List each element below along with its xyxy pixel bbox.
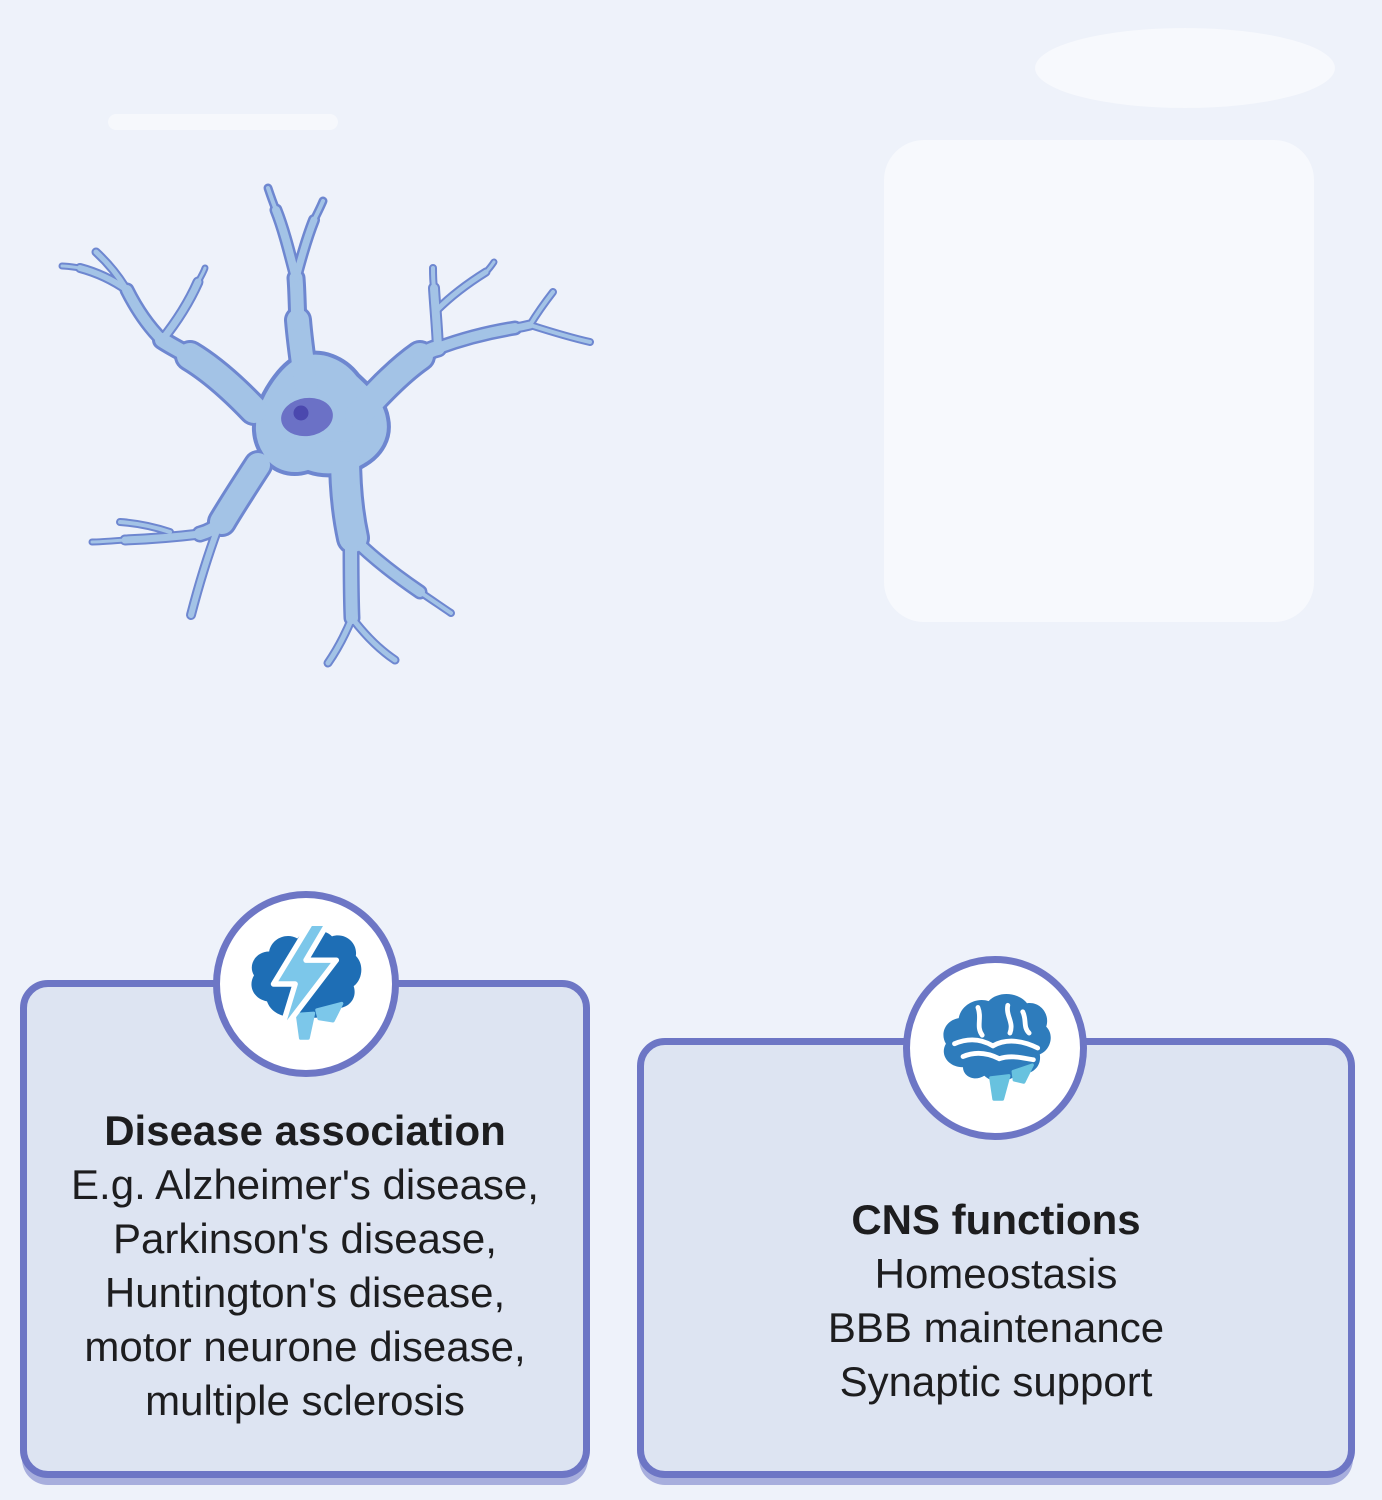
- disease-icon-circle: [213, 891, 399, 1077]
- disease-line: multiple sclerosis: [145, 1377, 465, 1424]
- cns-line: Homeostasis: [874, 1250, 1118, 1297]
- brain-shape: [943, 994, 1051, 1082]
- cns-line: Synaptic support: [839, 1358, 1153, 1405]
- ghost-card-shape: [884, 140, 1314, 622]
- cerebellum-shape: [1011, 1063, 1034, 1084]
- brain-gyri-lines: [952, 1002, 1041, 1063]
- disease-association-card: Disease association E.g. Alzheimer's dis…: [20, 980, 590, 1478]
- disease-line: motor neurone disease,: [84, 1323, 526, 1370]
- cns-functions-title: CNS functions: [851, 1196, 1141, 1243]
- disease-line: Parkinson's disease,: [113, 1215, 497, 1262]
- ghost-smudge-shape: [108, 114, 338, 130]
- cns-icon-circle: [903, 956, 1087, 1140]
- cns-functions-card: CNS functions Homeostasis BBB maintenanc…: [637, 1038, 1355, 1478]
- disease-association-text: Disease association E.g. Alzheimer's dis…: [27, 1104, 583, 1428]
- brain-lightning-icon: [251, 920, 362, 1040]
- cns-functions-text: CNS functions Homeostasis BBB maintenanc…: [644, 1193, 1348, 1409]
- lightning-bolt-shape: [270, 920, 340, 1037]
- cns-line: BBB maintenance: [827, 1304, 1165, 1351]
- disease-line: E.g. Alzheimer's disease,: [71, 1161, 539, 1208]
- cerebellum-shape: [315, 1001, 344, 1023]
- astrocyte-illustration: [58, 183, 594, 668]
- astrocyte-nucleolus: [293, 405, 309, 421]
- disease-association-title: Disease association: [104, 1107, 506, 1154]
- ghost-arc-shape: [1035, 28, 1335, 108]
- brain-icon: [943, 994, 1051, 1101]
- astrocyte-branch-fills: [60, 186, 592, 666]
- brainstem-shape: [989, 1074, 1011, 1101]
- disease-line: Huntington's disease,: [104, 1269, 506, 1316]
- brainstem-shape: [295, 1011, 316, 1040]
